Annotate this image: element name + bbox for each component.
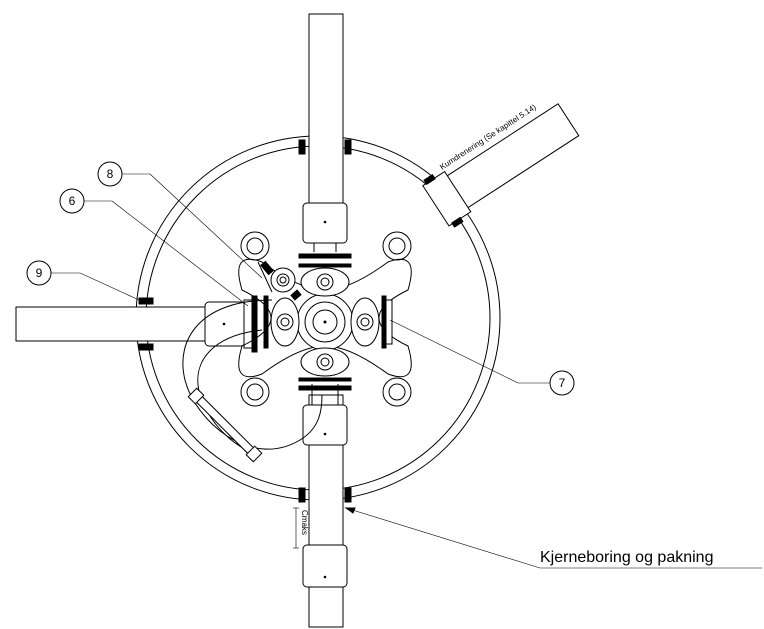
manifold-hub [296,293,354,351]
valve-right [350,295,393,349]
svg-text:6: 6 [69,194,76,208]
callout-8: 8 [97,161,263,279]
svg-text:7: 7 [559,376,566,390]
pipe-top [298,13,352,252]
cmaks-dimension [293,507,299,549]
pipe-left [15,295,258,353]
cmaks-label: Cmaks [300,510,309,535]
callout-6: 6 [59,188,249,307]
callout-7: 7 [389,319,575,396]
drain-hose [182,299,323,450]
callout-9: 9 [26,260,140,301]
core-drilling-leader [344,507,762,569]
sump-pump [187,387,263,463]
manifold-base-plate [238,231,412,407]
core-drilling-label: Kjerneboring og pakning [540,549,713,566]
svg-text:9: 9 [36,266,43,280]
drainage-pipe [422,103,580,228]
valve-top [298,253,352,297]
pipe-bottom [298,384,352,628]
valve-bottom [298,347,352,391]
valve-left [263,295,300,349]
air-valve-assembly [257,260,302,301]
svg-text:8: 8 [107,167,114,181]
